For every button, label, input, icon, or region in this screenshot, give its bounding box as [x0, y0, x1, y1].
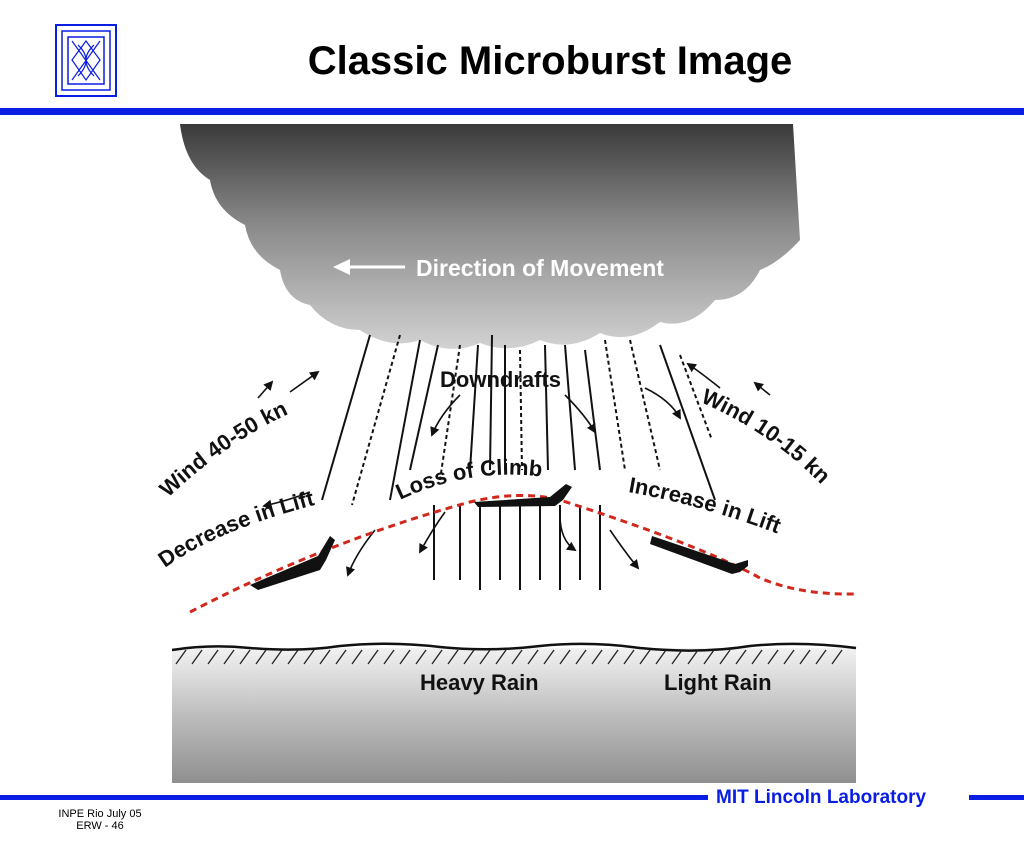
airflow-arrows	[257, 362, 771, 577]
footer-rule-left	[0, 795, 708, 800]
footer-lab-name: MIT Lincoln Laboratory	[716, 787, 927, 808]
light-rain-label: Light Rain	[664, 670, 772, 695]
slide-title: Classic Microburst Image	[307, 39, 793, 83]
header-rule	[0, 108, 1024, 115]
storm-cloud	[180, 124, 800, 349]
footer-rule-right	[969, 795, 1024, 800]
mit-lincoln-logo	[55, 24, 117, 97]
rain-shafts	[321, 334, 716, 590]
increase-in-lift-label: Increase in Lift	[627, 472, 785, 538]
ground	[172, 648, 856, 783]
heavy-rain-label: Heavy Rain	[420, 670, 539, 695]
airplane-right	[650, 536, 748, 574]
airplane-center	[474, 484, 572, 507]
footer-page-number: ERW - 46	[76, 820, 124, 832]
footer-meta: INPE Rio July 05 ERW - 46	[40, 808, 160, 832]
decrease-in-lift-label: Decrease in Lift	[153, 485, 317, 572]
ground-hatching	[175, 649, 843, 665]
ground-surface-line	[171, 642, 857, 652]
direction-arrow	[333, 259, 405, 275]
microburst-diagram: Direction of Movement	[153, 124, 857, 783]
direction-of-movement-label: Direction of Movement	[416, 255, 664, 281]
wind-right-label: Wind 10-15 kn	[698, 384, 835, 489]
loss-of-climb-label: Loss of Climb	[392, 455, 544, 505]
footer-event: INPE Rio July 05	[58, 808, 142, 820]
airplane-left	[250, 536, 335, 590]
downdrafts-label: Downdrafts	[440, 367, 561, 392]
wind-left-label: Wind 40-50 kn	[154, 396, 290, 502]
